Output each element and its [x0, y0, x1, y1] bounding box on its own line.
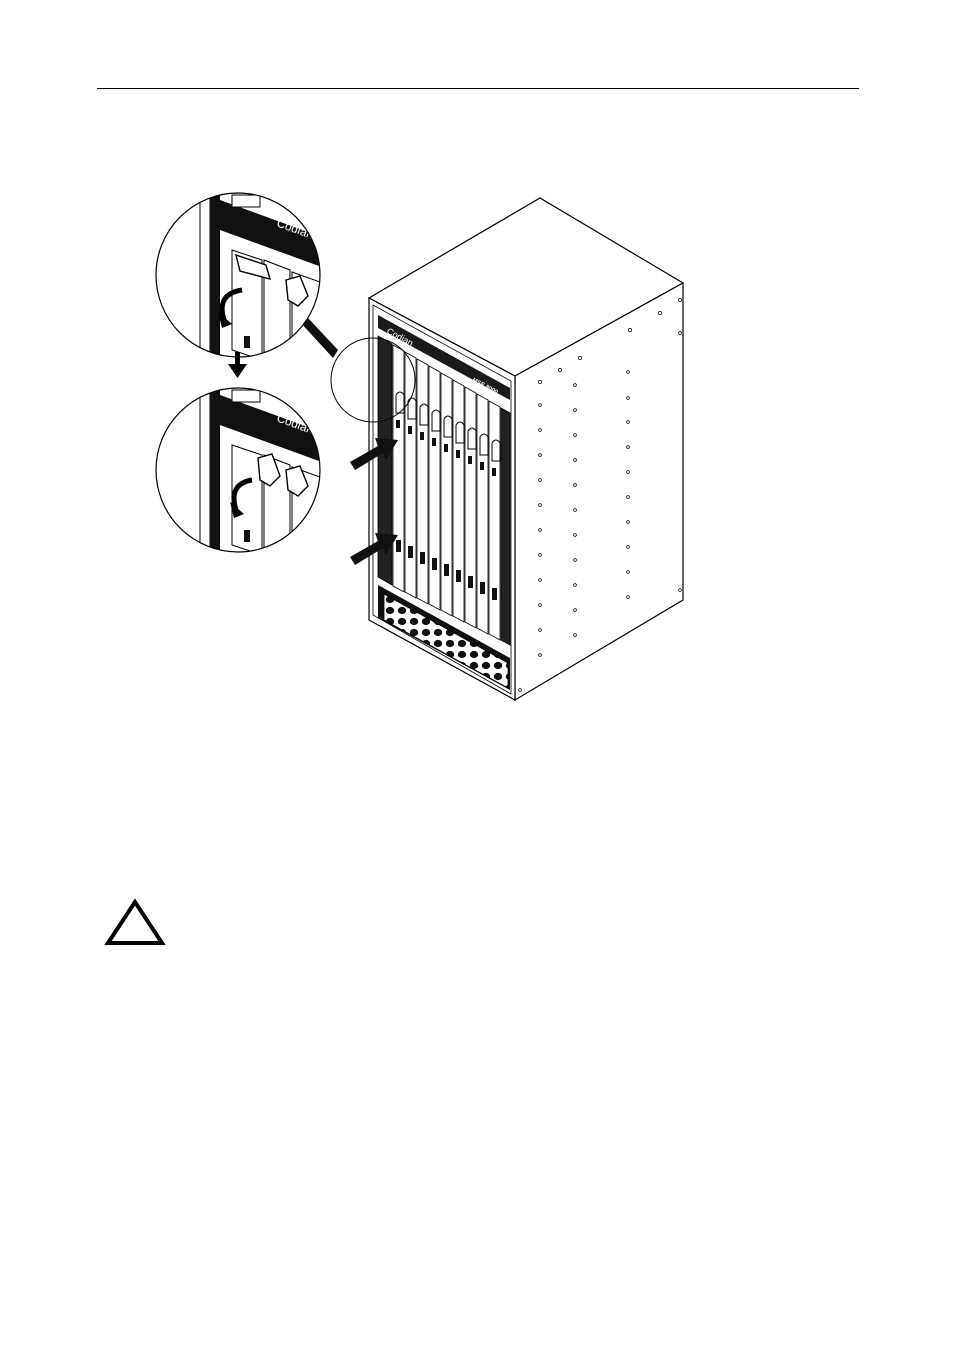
chassis-installation-illustration: Codian MSE 8000 — [0, 0, 954, 760]
callout-bottom: Codian — [156, 385, 330, 565]
callout-top: Codian — [156, 190, 330, 370]
callout-leader — [300, 318, 338, 358]
warning-triangle-icon — [104, 898, 166, 948]
